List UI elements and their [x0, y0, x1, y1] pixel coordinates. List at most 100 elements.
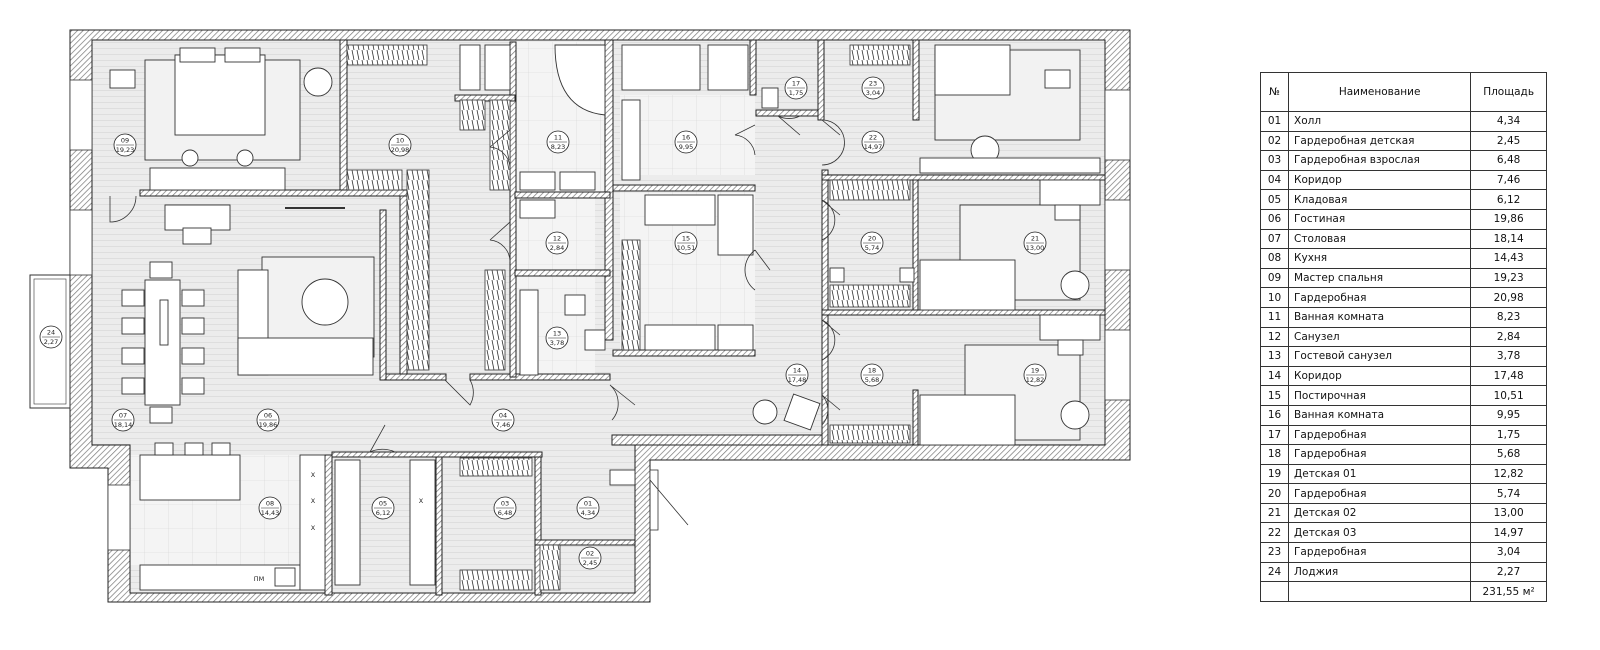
room-area-cell: 3,78: [1470, 346, 1547, 367]
room-tag-area: 7,46: [496, 421, 510, 429]
room-tag: 205,74: [860, 231, 884, 255]
room-area-cell: 4,34: [1470, 111, 1547, 132]
room-area-cell: 5,74: [1470, 483, 1547, 504]
room-number-cell: 22: [1259, 522, 1290, 544]
room-name-cell: Детская 03: [1288, 522, 1472, 544]
room-name-cell: Ванная комната: [1288, 404, 1472, 426]
room-tag-area: 14,43: [261, 509, 280, 517]
room-tag-area: 14,97: [864, 143, 883, 151]
room-tag-area: 3,04: [866, 89, 880, 97]
room-tags: 014,34022,45036,48047,46056,120619,86071…: [39, 76, 1047, 570]
room-area-cell: 8,23: [1470, 306, 1547, 328]
room-area-cell: 2,27: [1470, 561, 1547, 583]
room-number-cell: 08: [1259, 248, 1290, 269]
room-tag: 022,45: [578, 546, 602, 570]
room-number-cell: 06: [1259, 208, 1290, 230]
room-number-cell: 18: [1259, 444, 1290, 465]
room-number-cell: 01: [1259, 111, 1290, 132]
room-name-cell: Ванная комната: [1288, 306, 1472, 328]
x-mark: X: [311, 524, 316, 532]
column-header-name: Наименование: [1288, 72, 1472, 112]
room-tag-number: 04: [499, 412, 507, 420]
room-area-cell: 19,86: [1470, 208, 1547, 230]
room-tag-area: 8,23: [551, 143, 565, 151]
room-number-cell: 04: [1259, 169, 1290, 191]
x-mark: X: [419, 497, 424, 505]
room-area-cell: 2,84: [1470, 326, 1547, 348]
room-number-cell: 13: [1259, 346, 1290, 367]
room-tag-number: 21: [1031, 235, 1039, 243]
room-tag-number: 22: [869, 134, 877, 142]
room-tag: 169,95: [674, 130, 698, 154]
room-tag: 047,46: [491, 408, 515, 432]
kitchen-label: ПМ: [254, 575, 265, 583]
room-tag-area: 19,23: [116, 146, 135, 154]
room-area-cell: 13,00: [1470, 502, 1547, 524]
plan-marks: X X X X ПМ: [254, 471, 424, 583]
room-area-cell: 14,97: [1470, 522, 1547, 544]
room-tag-number: 14: [793, 367, 801, 375]
room-number-cell: 11: [1259, 306, 1290, 328]
room-tag: 036,48: [493, 496, 517, 520]
windows: [69, 79, 1131, 551]
room-number-cell: 02: [1259, 130, 1290, 152]
room-number-cell: 14: [1259, 365, 1290, 387]
room-number-cell: 15: [1259, 385, 1290, 406]
room-tag-number: 20: [868, 235, 876, 243]
room-tag-number: 02: [586, 550, 594, 558]
room-tag-number: 03: [501, 500, 509, 508]
room-tag-area: 18,14: [114, 421, 133, 429]
room-name-cell: Кухня: [1288, 248, 1472, 269]
room-number-cell: 05: [1259, 189, 1290, 210]
room-tag: 118,23: [546, 130, 570, 154]
room-tag-number: 09: [121, 137, 129, 145]
room-name-cell: Постирочная: [1288, 385, 1472, 406]
room-tag-area: 20,98: [391, 146, 410, 154]
room-area-cell: 9,95: [1470, 404, 1547, 426]
room-area-cell: 1,75: [1470, 424, 1547, 446]
column-header-area: Площадь: [1470, 72, 1547, 112]
room-area-cell: 3,04: [1470, 542, 1547, 563]
room-tag-number: 10: [396, 137, 404, 145]
room-tag-number: 11: [554, 134, 562, 142]
total-area-cell: 231,55 м²: [1470, 581, 1547, 602]
room-name-cell: Гардеробная: [1288, 483, 1472, 504]
room-area-cell: 7,46: [1470, 169, 1547, 191]
room-tag: 233,04: [861, 76, 885, 100]
room-tag-area: 5,74: [865, 244, 879, 252]
room-tag-area: 2,84: [550, 244, 564, 252]
furniture: [109, 44, 1101, 591]
room-area-cell: 6,12: [1470, 189, 1547, 210]
column-header-number: №: [1259, 72, 1290, 112]
room-area-cell: 10,51: [1470, 385, 1547, 406]
room-area-cell: 14,43: [1470, 248, 1547, 269]
room-name-cell: Гардеробная детская: [1288, 130, 1472, 152]
total-number-cell: [1259, 581, 1290, 602]
room-tag-area: 6,12: [376, 509, 390, 517]
room-name-cell: Гардеробная: [1288, 444, 1472, 465]
room-number-cell: 20: [1259, 483, 1290, 504]
room-tag: 171,75: [784, 76, 808, 100]
room-number-cell: 19: [1259, 463, 1290, 485]
room-name-cell: Гардеробная: [1288, 542, 1472, 563]
room-area-cell: 17,48: [1470, 365, 1547, 387]
room-name-cell: Гардеробная: [1288, 287, 1472, 308]
room-number-cell: 23: [1259, 542, 1290, 563]
